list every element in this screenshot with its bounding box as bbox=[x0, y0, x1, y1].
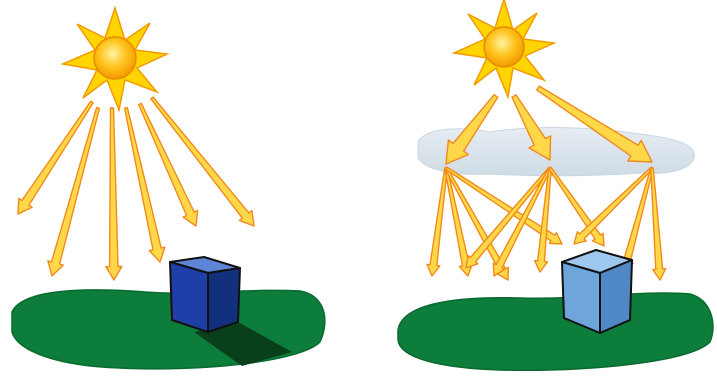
cube-left-side bbox=[208, 268, 240, 332]
sun-left-icon bbox=[63, 8, 167, 110]
direct-ray-arrow-4 bbox=[125, 108, 165, 262]
cube-right-side bbox=[600, 260, 632, 333]
panel-diffuse-sunlight bbox=[398, 0, 713, 370]
diffuse-ray-arrow-1 bbox=[427, 168, 447, 276]
direct-rays bbox=[18, 97, 254, 280]
panel-direct-sunlight bbox=[12, 8, 325, 369]
cube-right bbox=[562, 250, 632, 333]
cube-left-front bbox=[170, 262, 208, 332]
ground-right bbox=[398, 293, 713, 370]
sun-right-icon bbox=[454, 0, 554, 97]
cube-left bbox=[170, 257, 240, 332]
diffuse-rays bbox=[427, 86, 666, 280]
ground-left bbox=[12, 290, 325, 369]
diffuse-ray-arrow-11 bbox=[651, 168, 666, 280]
direct-ray-arrow-3 bbox=[106, 108, 122, 280]
